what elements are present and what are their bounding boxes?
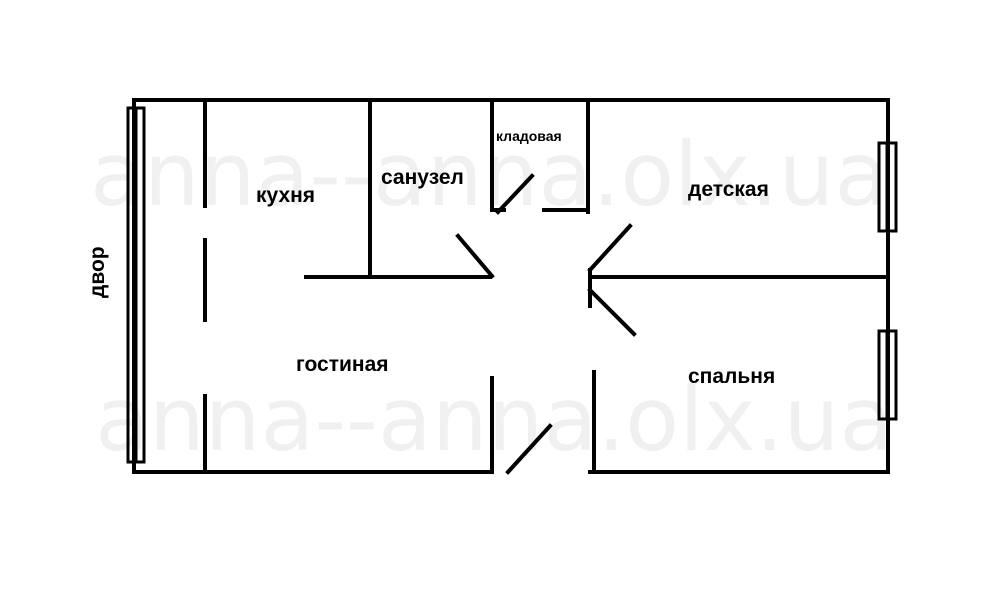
- bathroom-walls: [304, 102, 494, 279]
- label-pantry: кладовая: [496, 128, 562, 144]
- nursery-bedroom-walls: [588, 268, 890, 308]
- label-yard: двор: [86, 246, 109, 298]
- doors: [455, 173, 637, 475]
- window-bedroom: [877, 329, 898, 421]
- label-bedroom: спальня: [688, 365, 775, 388]
- living-bedroom-walls: [490, 370, 596, 474]
- label-bathroom: санузел: [381, 166, 464, 189]
- yard-window: [126, 106, 146, 464]
- watermark-top: anna--anna.olx.ua: [90, 123, 888, 226]
- label-living-room: гостиная: [296, 353, 389, 376]
- window-nursery: [877, 141, 898, 233]
- label-nursery: детская: [688, 178, 769, 201]
- label-kitchen: кухня: [256, 184, 315, 207]
- watermark-bottom: anna--anna.olx.ua: [95, 368, 893, 471]
